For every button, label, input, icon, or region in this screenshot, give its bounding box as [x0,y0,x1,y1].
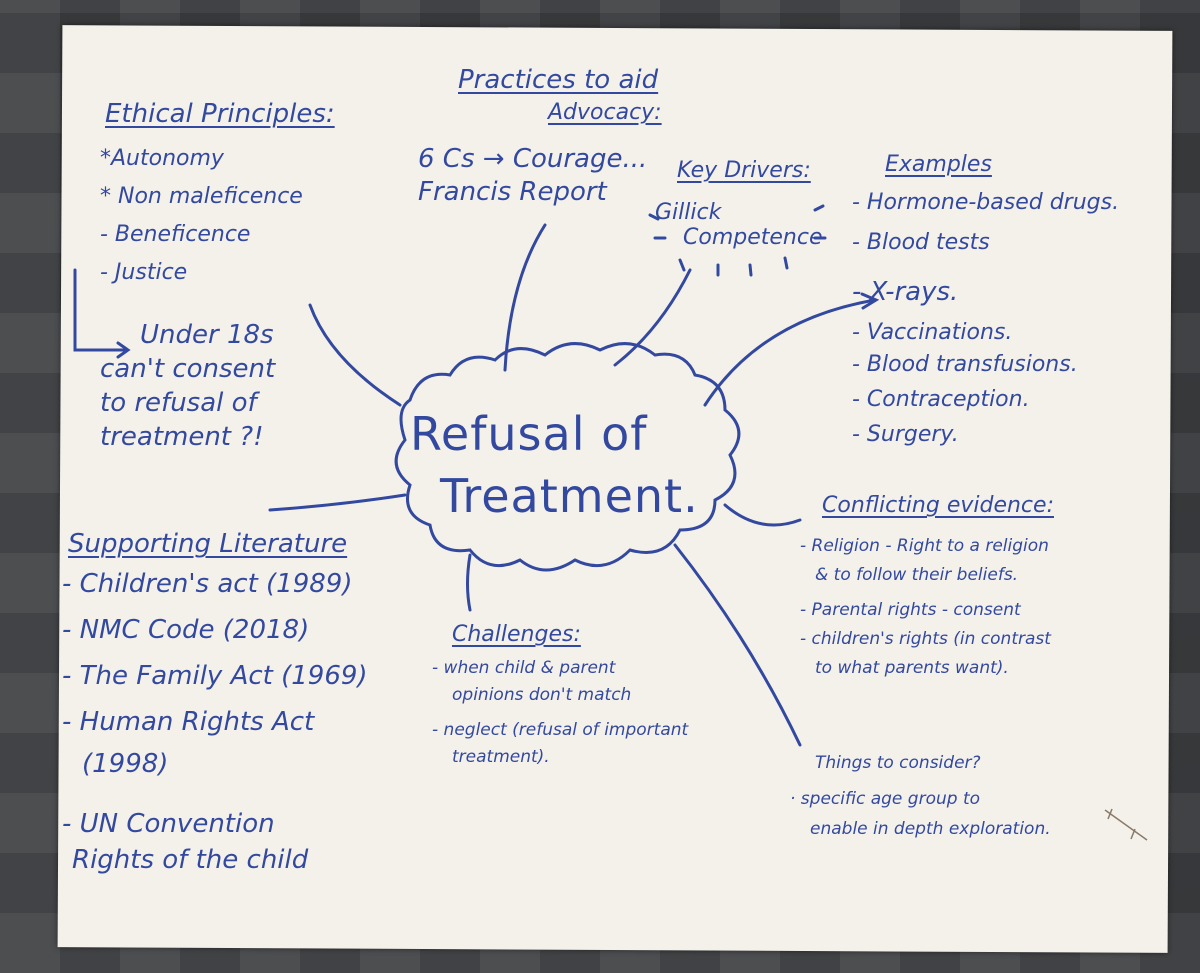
example-item: - Blood tests [852,230,990,255]
examples-list: - Hormone-based drugs. - Blood tests - X… [852,190,1119,447]
central-title-line2: Treatment. [440,469,699,523]
consider-line: enable in depth exploration. [810,819,1051,839]
literature-list: - Children's act (1989) - NMC Code (2018… [62,569,368,876]
challenges-item: opinions don't match [452,685,632,705]
consider-line: · specific age group to [790,789,981,809]
ethical-item: - Justice [100,260,188,285]
conflicting-item: - Parental rights - consent [800,600,1021,620]
conflicting-item: & to follow their beliefs. [815,565,1019,585]
example-item: - X-rays. [852,277,959,307]
examples-heading: Examples [885,152,992,177]
challenges-item: treatment). [452,747,550,767]
ethical-item: - Beneficence [100,222,251,247]
conflicting-item: to what parents want). [815,658,1009,678]
example-item: - Surgery. [852,422,959,447]
conflicting-list: - Religion - Right to a religion & to fo… [800,532,1051,683]
conflicting-heading: Conflicting evidence: [822,493,1054,518]
practices-heading-line1: Practices to aid [458,65,659,95]
under18-note: Under 18s can't consent to refusal of tr… [100,318,275,454]
drivers-heading: Key Drivers: [677,158,811,183]
challenges-item: - neglect (refusal of important [432,720,689,740]
literature-heading: Supporting Literature [68,529,348,559]
central-title-line1: Refusal of [410,407,648,461]
literature-item: Rights of the child [72,845,309,875]
example-item: - Contraception. [852,387,1030,412]
under18-line: Under 18s [140,320,274,350]
example-item: - Blood transfusions. [852,352,1078,377]
syringe-icon [1104,808,1148,841]
ethical-item: *Autonomy [100,146,224,171]
example-item: - Vaccinations. [852,320,1013,345]
example-item: - Hormone-based drugs. [852,190,1120,215]
consider-note: Things to consider? · specific age group… [790,748,1051,844]
ethical-list: *Autonomy * Non maleficence - Beneficenc… [100,140,303,292]
practices-line: 6 Cs → Courage... [418,144,648,174]
literature-item: - Children's act (1989) [62,569,353,599]
under18-line: treatment ?! [100,422,264,452]
literature-item: (1998) [82,749,169,779]
challenges-list: - when child & parent opinions don't mat… [432,655,688,771]
ethical-item: * Non maleficence [100,184,303,209]
literature-item: - Human Rights Act [62,707,315,737]
ethical-heading: Ethical Principles: [105,99,335,129]
conflicting-item: - Religion - Right to a religion [800,536,1049,556]
drivers-line2: Competence [683,225,823,250]
practices-body: 6 Cs → Courage... Francis Report [418,143,647,209]
consider-line: Things to consider? [815,753,981,773]
practices-line: Francis Report [418,177,607,207]
practices-heading-line2: Advocacy: [548,100,662,125]
challenges-item: - when child & parent [432,658,616,678]
literature-item: - NMC Code (2018) [62,615,310,645]
conflicting-item: - children's rights (in contrast [800,629,1051,649]
literature-item: - UN Convention [62,809,275,839]
challenges-heading: Challenges: [452,622,581,647]
literature-item: - The Family Act (1969) [62,661,368,691]
drivers-line1: Gillick [655,200,722,225]
under18-line: can't consent [100,354,276,384]
under18-line: to refusal of [100,388,257,418]
